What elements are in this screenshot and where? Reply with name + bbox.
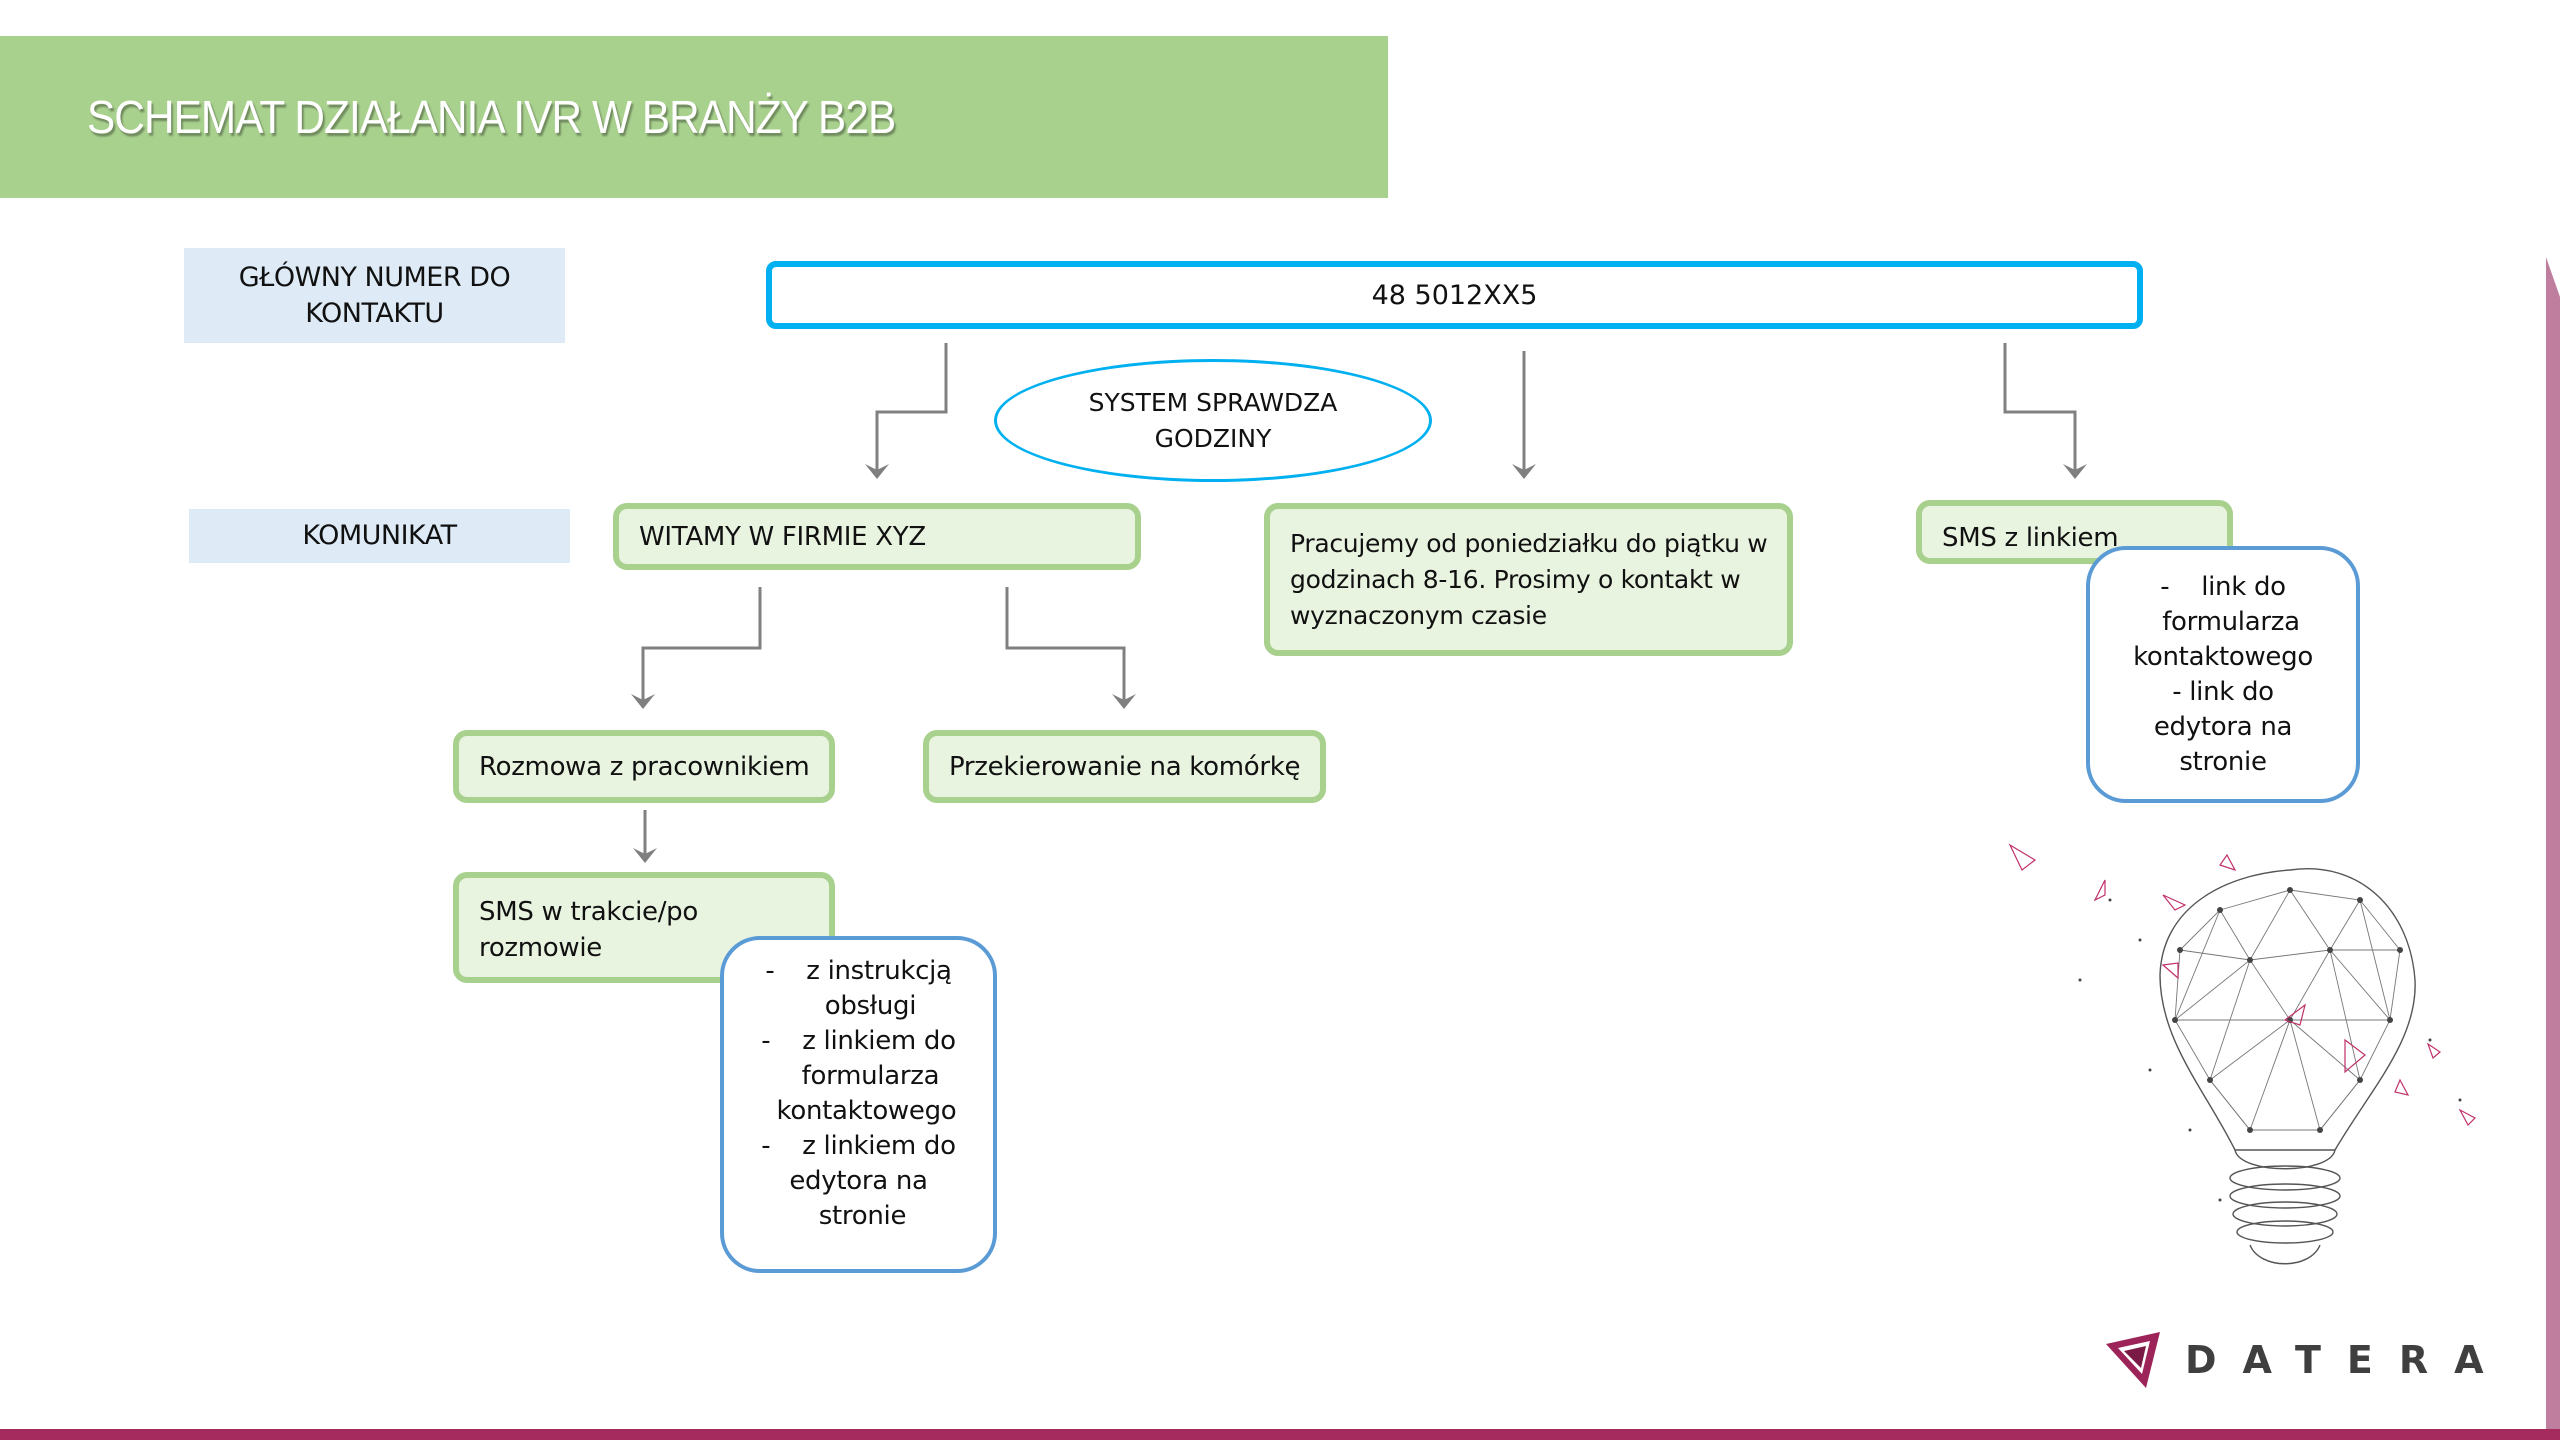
note-line: - z linkiem do xyxy=(761,1026,956,1056)
node-welcome: WITAMY W FIRMIE XYZ xyxy=(613,503,1141,570)
note-line: edytora na xyxy=(789,1166,928,1196)
arrowhead-icon xyxy=(2063,464,2087,479)
connector-phone-to-sms xyxy=(2003,343,2077,470)
arrowhead-icon xyxy=(631,694,655,709)
note-line: formularza xyxy=(777,1061,940,1091)
note-line: - z instrukcją xyxy=(765,956,952,986)
node-phone-number: 48 5012XX5 xyxy=(766,261,2143,329)
note-line: stronie xyxy=(2179,747,2267,777)
node-sms-during-after: SMS w trakcie/po rozmowie xyxy=(453,872,835,983)
note-line: stronie xyxy=(810,1201,907,1231)
label-message: KOMUNIKAT xyxy=(189,509,570,563)
connector-welcome-to-talk xyxy=(641,587,762,700)
welcome-text: WITAMY W FIRMIE XYZ xyxy=(639,521,926,552)
check-hours-text: SYSTEM SPRAWDZA GODZINY xyxy=(1088,387,1338,453)
note-line: kontaktowego xyxy=(2133,642,2313,672)
note-line: - z linkiem do xyxy=(761,1131,956,1161)
note-line: edytora na xyxy=(2153,712,2293,742)
note-line: formularza xyxy=(2146,607,2300,637)
bottom-accent-bar xyxy=(0,1429,2560,1440)
note-line: - link do xyxy=(2172,677,2274,707)
note-sms-link: - link do formularza kontaktowego - link… xyxy=(2086,546,2360,803)
node-check-hours: SYSTEM SPRAWDZA GODZINY xyxy=(994,359,1432,482)
node-redirect-mobile: Przekierowanie na komórkę xyxy=(923,730,1326,803)
lightbulb-illustration-icon xyxy=(2008,843,2476,1265)
arrowhead-icon xyxy=(1512,464,1536,479)
out-of-hours-text: Pracujemy od poniedziałku do piątku w go… xyxy=(1290,529,1768,630)
redirect-mobile-text: Przekierowanie na komórkę xyxy=(949,751,1301,782)
page-title: SCHEMAT DZIAŁANIA IVR W BRANŻY B2B xyxy=(87,91,896,143)
node-talk-to-employee: Rozmowa z pracownikiem xyxy=(453,730,835,803)
title-banner: SCHEMAT DZIAŁANIA IVR W BRANŻY B2B xyxy=(0,36,1388,198)
connector-phone-to-welcome xyxy=(875,343,948,470)
note-line: obsługi xyxy=(800,991,917,1021)
brand-logo-text: DATERA xyxy=(2185,1338,2510,1382)
datera-logo-icon xyxy=(2106,1332,2160,1388)
sms-during-after-text: SMS w trakcie/po rozmowie xyxy=(479,897,698,963)
right-accent-bar xyxy=(2546,257,2560,1429)
connector-welcome-to-redirect xyxy=(1005,587,1126,700)
note-sms-during-after: - z instrukcją obsługi - z linkiem do fo… xyxy=(720,936,997,1273)
note-line: kontaktowego xyxy=(760,1096,957,1126)
label-main-number: GŁÓWNY NUMER DO KONTAKTU xyxy=(184,248,565,343)
note-line: - link do xyxy=(2160,572,2286,602)
arrowhead-icon xyxy=(633,848,657,863)
talk-to-employee-text: Rozmowa z pracownikiem xyxy=(479,751,810,782)
node-out-of-hours: Pracujemy od poniedziałku do piątku w go… xyxy=(1264,503,1793,656)
arrowhead-icon xyxy=(865,464,889,479)
arrowhead-icon xyxy=(1112,694,1136,709)
sms-link-text: SMS z linkiem xyxy=(1942,523,2119,553)
phone-number-text: 48 5012XX5 xyxy=(1371,279,1538,311)
